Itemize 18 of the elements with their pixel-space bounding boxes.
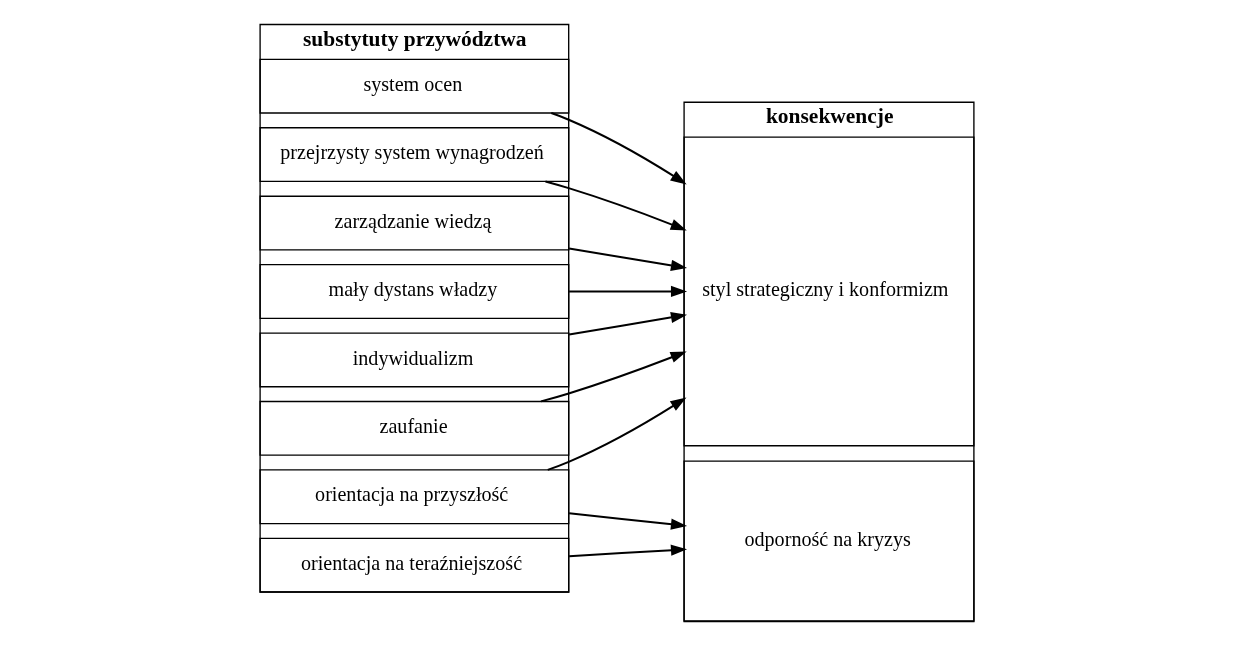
node-box: przejrzysty system wynagrodzeń [258, 127, 569, 183]
arrow [546, 397, 686, 471]
arrow [550, 112, 687, 185]
node-box: system ocen [258, 58, 569, 114]
arrow [568, 247, 687, 272]
node-box: zarządzanie wiedzą [258, 195, 569, 251]
arrow [568, 512, 687, 530]
arrow [568, 311, 687, 336]
arrow [544, 180, 687, 231]
node-box: zaufanie [258, 400, 569, 456]
node-box: orientacja na teraźniejszość [258, 537, 569, 593]
node-box: indywidualizm [258, 332, 569, 388]
arrow [568, 544, 687, 558]
node-box: styl strategiczny i konformizm [682, 136, 975, 447]
node-box: orientacja na przyszłość [258, 469, 569, 525]
arrow [568, 285, 687, 298]
node-box: odporność na kryzys [682, 460, 975, 622]
node-box: mały dystans władzy [258, 263, 569, 319]
